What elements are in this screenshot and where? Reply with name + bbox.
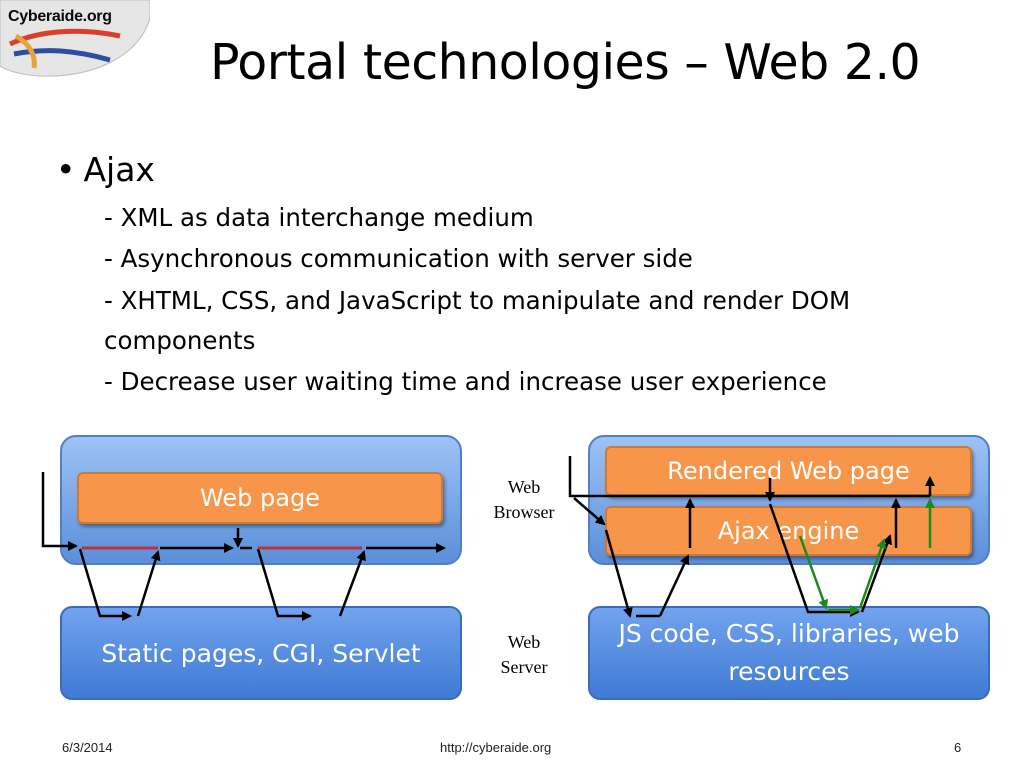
right-up-arrow-1 [658,554,690,617]
web-server-label: Web Server [484,630,564,680]
right-server-box-line2: resources [728,657,850,686]
web-browser-label: Web Browser [484,475,564,525]
bullet-ajax: •Ajax [56,150,155,189]
bullet-heading: Ajax [83,150,155,189]
sub-item-waiting: - Decrease user waiting time and increas… [104,367,827,396]
right-server-box-line1: JS code, CSS, libraries, web [618,619,960,648]
web-browser-label-line1: Web [507,477,541,497]
cyberaide-logo: Cyberaide.org [0,0,150,78]
left-down-arrow-2 [256,548,312,621]
slide-title: Portal technologies – Web 2.0 [210,34,921,91]
bullet-dot: • [56,150,76,189]
sub-item-xml: - XML as data interchange medium [104,203,534,232]
left-web-page-box: Web page [77,472,443,524]
right-browser-line [568,456,930,498]
right-up-arrow-2 [860,534,892,613]
right-green-down-arrow [798,535,828,610]
web-server-label-line2: Server [500,657,548,677]
left-up-arrow-1 [136,550,161,617]
left-down-arrow-1 [78,548,132,621]
web-server-label-line1: Web [507,632,541,652]
web-browser-label-line2: Browser [493,502,555,522]
right-down-arrow-2 [768,503,860,617]
footer-page-number: 6 [954,740,962,755]
sub-item-xhtml-cont: components [104,326,256,355]
logo-text: Cyberaide.org [8,8,112,25]
right-to-engine [573,497,606,526]
left-up-arrow-2 [338,550,366,617]
sub-item-xhtml: - XHTML, CSS, and JavaScript to manipula… [104,286,851,315]
left-request-arrow-1 [41,472,78,551]
right-down-arrow-1 [604,529,633,618]
right-server-box: JS code, CSS, libraries, web resources [588,606,990,700]
footer-url[interactable]: http://cyberaide.org [440,740,552,755]
left-server-box: Static pages, CGI, Servlet [60,606,462,700]
right-green-up-arrow [858,538,887,609]
logo-graphic [0,0,150,77]
footer-date: 6/3/2014 [62,740,113,755]
sub-item-async: - Asynchronous communication with server… [104,244,693,273]
